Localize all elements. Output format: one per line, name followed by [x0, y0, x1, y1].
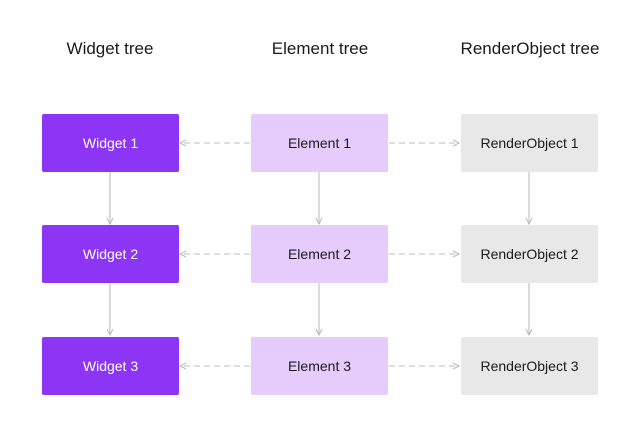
renderobject-3-node: RenderObject 3 [461, 337, 598, 395]
widget-3-node: Widget 3 [42, 337, 179, 395]
element-3-node: Element 3 [251, 337, 388, 395]
element-1-node: Element 1 [251, 114, 388, 172]
element-2-node: Element 2 [251, 225, 388, 283]
widget-2-node: Widget 2 [42, 225, 179, 283]
widget-1-node: Widget 1 [42, 114, 179, 172]
renderobject-1-node: RenderObject 1 [461, 114, 598, 172]
renderobject-tree-title: RenderObject tree [460, 39, 600, 58]
element-tree-title: Element tree [271, 39, 369, 58]
widget-tree-title: Widget tree [66, 39, 154, 58]
renderobject-2-node: RenderObject 2 [461, 225, 598, 283]
